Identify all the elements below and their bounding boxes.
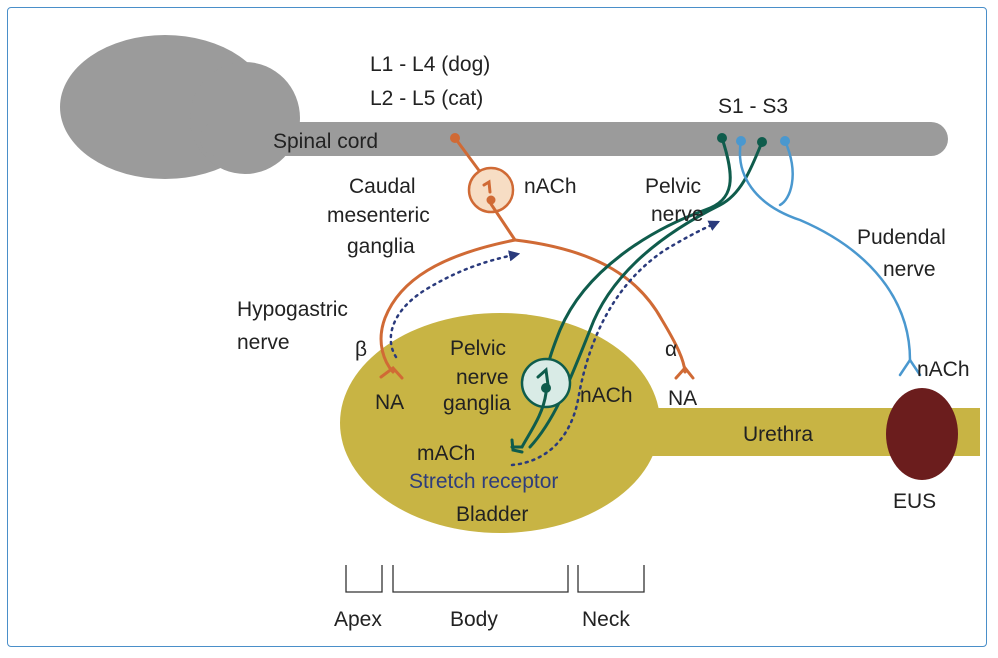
caudal-ganglion-dot xyxy=(486,195,496,205)
na-left-label: NA xyxy=(375,391,404,414)
nach-pudendal-label: nACh xyxy=(917,358,970,381)
spinal-cord-label: Spinal cord xyxy=(273,130,378,153)
hypogastric-pathway xyxy=(379,133,695,380)
neck-bracket xyxy=(577,565,645,593)
afferent-pathways xyxy=(389,220,721,467)
segments-cat-label: L2 - L5 (cat) xyxy=(370,87,483,110)
alpha-label: α xyxy=(665,338,677,361)
urethra-label: Urethra xyxy=(743,423,813,446)
pelvic-fibre-a xyxy=(545,136,732,387)
pudendal-pathway xyxy=(736,136,922,377)
pelvic-ganglia-label-2: nerve xyxy=(456,366,509,389)
nach-caudal-label: nACh xyxy=(524,175,577,198)
external-urethral-sphincter xyxy=(886,388,958,480)
pelvic-nerve-label-1: Pelvic xyxy=(645,175,701,198)
pelvic-ganglia-label-3: ganglia xyxy=(443,392,511,415)
afferent-hypogastric xyxy=(389,250,521,359)
hypogastric-label-2: nerve xyxy=(237,331,290,354)
pelvic-postganglionic xyxy=(510,391,548,449)
beta-label: β xyxy=(355,338,367,361)
apex-label: Apex xyxy=(334,608,382,631)
diagram-frame xyxy=(7,7,987,647)
brain-lobe xyxy=(190,62,300,174)
na-right-label: NA xyxy=(668,387,697,410)
pudendal-fibre-b xyxy=(778,139,794,207)
pudendal-fibre-a xyxy=(738,139,912,362)
neck-label: Neck xyxy=(582,608,630,631)
body-label: Body xyxy=(450,608,498,631)
pudendal-label-2: nerve xyxy=(883,258,936,281)
hypogastric-branch-left xyxy=(379,238,517,374)
bladder xyxy=(340,313,660,533)
segments-dog-label: L1 - L4 (dog) xyxy=(370,53,490,76)
stretch-receptor-label: Stretch receptor xyxy=(409,470,558,493)
nach-pelvic-label: nACh xyxy=(580,384,633,407)
caudal-label-2: mesenteric xyxy=(327,204,430,227)
pelvic-nerve-label-2: nerve xyxy=(651,203,704,226)
eus-label: EUS xyxy=(893,490,936,513)
pudendal-label-1: Pudendal xyxy=(857,226,946,249)
caudal-label-1: Caudal xyxy=(349,175,416,198)
caudal-label-3: ganglia xyxy=(347,235,415,258)
mach-label: mACh xyxy=(417,442,475,465)
body-bracket xyxy=(392,565,569,593)
hypogastric-label-1: Hypogastric xyxy=(237,298,348,321)
hypogastric-branch-right xyxy=(513,238,687,374)
pelvic-ganglia-label-1: Pelvic xyxy=(450,337,506,360)
apex-bracket xyxy=(345,565,383,593)
region-brackets xyxy=(345,565,645,593)
sacral-segments-label: S1 - S3 xyxy=(718,95,788,118)
postganglionic-fibre xyxy=(489,202,517,242)
afferent-pelvic xyxy=(510,220,721,467)
pelvic-pathway xyxy=(510,133,767,454)
pelvic-ganglion-dot xyxy=(541,383,551,393)
bladder-label: Bladder xyxy=(456,503,528,526)
